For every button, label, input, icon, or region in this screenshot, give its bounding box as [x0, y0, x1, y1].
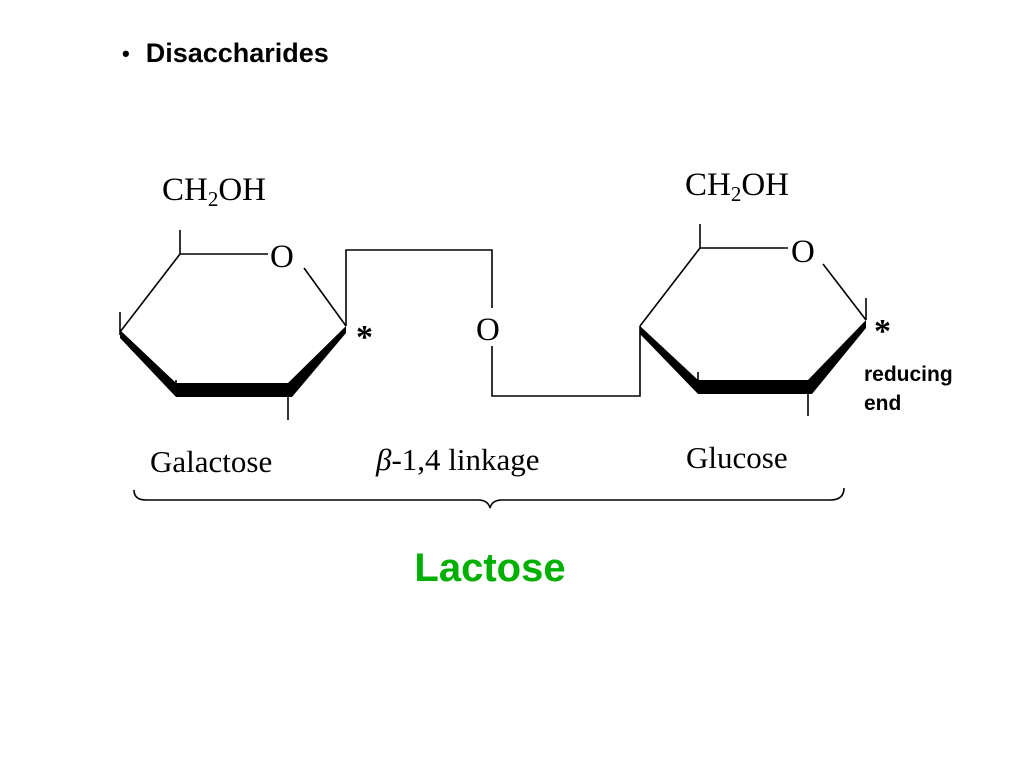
- galactose-ring: [119, 230, 347, 420]
- bullet-icon: •: [122, 40, 130, 66]
- molecule-name: Lactose: [414, 546, 566, 590]
- bridge-oxygen: O: [476, 312, 500, 348]
- anomeric-marker-left: *: [356, 319, 373, 356]
- glucose-ch2oh-label: CH2OH: [685, 167, 789, 206]
- galactose-ring-oxygen: O: [270, 239, 294, 275]
- heading-text: Disaccharides: [145, 38, 329, 68]
- linkage-label: β-1,4 linkage: [375, 442, 540, 477]
- galactose-ch2oh-label: CH2OH: [162, 172, 266, 211]
- glucose-ring-oxygen: O: [791, 234, 815, 270]
- reducing-end-line2: end: [864, 392, 902, 415]
- glycosidic-bond: [345, 249, 641, 397]
- brace: [133, 487, 845, 509]
- anomeric-marker-right: *: [874, 313, 891, 350]
- galactose-ring-front-edge: [120, 326, 346, 397]
- glucose-ring: [639, 224, 867, 416]
- glucose-label: Glucose: [686, 440, 788, 475]
- reducing-end-line1: reducing: [864, 363, 953, 386]
- reducing-end-annotation: reducing end: [864, 360, 953, 418]
- galactose-label: Galactose: [150, 444, 272, 479]
- heading: • Disaccharides: [122, 38, 329, 69]
- glucose-ring-front-edge: [640, 320, 866, 394]
